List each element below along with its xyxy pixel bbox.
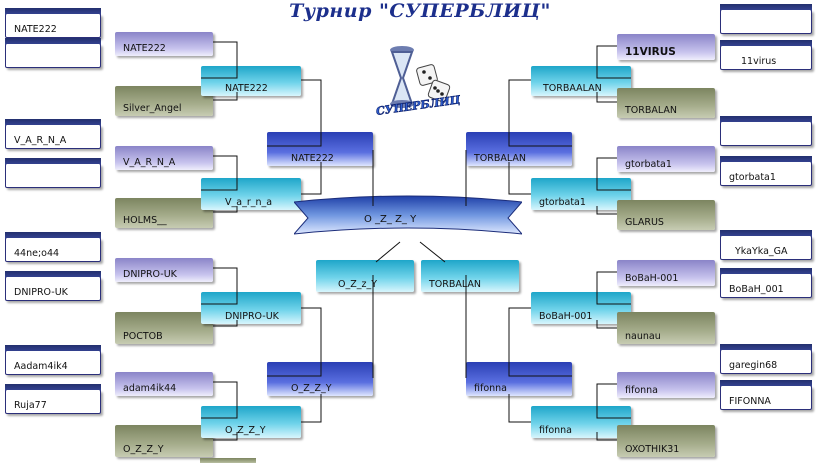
right-r2-slot-6[interactable]: naunau <box>617 312 715 344</box>
player-name: NATE222 <box>225 83 268 94</box>
right-r1-slot-5[interactable]: YkaYka_GA <box>720 236 812 260</box>
right-r3-slot-1[interactable]: TORBAALAN <box>531 66 631 96</box>
player-name: Aadam4ik4 <box>14 361 68 372</box>
left-r1-slot-1[interactable]: NATE222 <box>5 14 101 38</box>
right-r2-slot-8[interactable]: OXOTHIK31 <box>617 425 715 457</box>
player-name: gtorbata1 <box>625 159 672 170</box>
player-name: NATE222 <box>123 43 166 54</box>
left-r2-slot-3[interactable]: V_A_R_N_A <box>115 146 213 170</box>
player-name: BoBaH_001 <box>729 284 784 295</box>
player-name: garegin68 <box>729 360 778 371</box>
player-name: Silver_Angel <box>123 103 182 114</box>
player-name: FIFONNA <box>729 396 771 407</box>
left-r2-slot-4[interactable]: HOLMS__ <box>115 198 213 228</box>
left-r1-slot-8[interactable]: Ruja77 <box>5 390 101 414</box>
right-r3-slot-3[interactable]: BoBaH-001 <box>531 292 631 324</box>
player-name: O_Z_Z_Y <box>123 444 164 455</box>
hourglass-dice-logo: СУПЕРБЛИЦ <box>375 46 462 118</box>
right-r1-slot-1[interactable] <box>720 10 812 34</box>
player-name: fifonna <box>539 425 573 436</box>
player-name: O_Z_Z_Y <box>291 383 332 394</box>
player-name: DNIPRO-UK <box>123 269 177 280</box>
right-r4-slot-2[interactable]: fifonna <box>466 362 572 396</box>
left-r1-slot-6[interactable]: DNIPRO-UK <box>5 277 101 301</box>
player-name: DNIPRO-UK <box>225 311 279 322</box>
player-name: 11virus <box>741 56 777 67</box>
left-r2-slot-2[interactable]: Silver_Angel <box>115 86 213 116</box>
right-r1-slot-2[interactable]: 11virus <box>720 46 812 70</box>
left-r3-slot-3[interactable]: DNIPRO-UK <box>201 292 301 324</box>
player-name: O_Z_Z_Y <box>225 425 266 436</box>
semifinal-right[interactable]: TORBALAN <box>421 260 519 292</box>
player-name: adam4ik44 <box>123 383 177 394</box>
player-name: TORBAALAN <box>543 83 602 94</box>
final-banner[interactable]: O _Z_ Z_ Y <box>294 192 522 240</box>
left-r3-slot-2[interactable]: V_a_r_n_a <box>201 178 301 210</box>
left-r2-slot-5[interactable]: DNIPRO-UK <box>115 258 213 282</box>
player-name: fifonna <box>625 385 659 396</box>
right-r3-slot-2[interactable]: gtorbata1 <box>531 178 631 210</box>
player-name: YkaYka_GA <box>735 246 788 257</box>
player-name: GLARUS <box>625 217 664 228</box>
player-name: V_a_r_n_a <box>225 197 273 208</box>
player-name: fifonna <box>474 383 508 394</box>
final-winner: O _Z_ Z_ Y <box>364 214 417 225</box>
page-title: Турнир "СУПЕРБЛИЦ" <box>289 0 551 22</box>
player-name: gtorbata1 <box>729 172 776 183</box>
right-r2-slot-2[interactable]: TORBALAN <box>617 88 715 118</box>
player-name: V_A_R_N_A <box>14 135 67 146</box>
left-r4-slot-1[interactable]: NATE222 <box>267 132 373 166</box>
player-name: Ruja77 <box>14 400 47 411</box>
player-name: TORBALAN <box>625 105 678 116</box>
left-r1-slot-3[interactable]: V_A_R_N_A <box>5 125 101 149</box>
right-r1-slot-4[interactable]: gtorbata1 <box>720 162 812 186</box>
left-r3-slot-4[interactable]: O_Z_Z_Y <box>201 406 301 438</box>
right-r2-slot-7[interactable]: fifonna <box>617 372 715 398</box>
player-name: TORBALAN <box>474 153 527 164</box>
player-name: OXOTHIK31 <box>625 444 680 455</box>
right-r1-slot-3[interactable] <box>720 122 812 146</box>
player-name: 11VIRUS <box>625 46 676 58</box>
player-name: O_Z_z_Y <box>338 279 378 290</box>
player-name: naunau <box>625 331 661 342</box>
left-r1-slot-4[interactable] <box>5 164 101 188</box>
right-r2-slot-5[interactable]: BoBaH-001 <box>617 260 715 286</box>
right-r4-slot-1[interactable]: TORBALAN <box>466 132 572 166</box>
left-r1-slot-7[interactable]: Aadam4ik4 <box>5 351 101 375</box>
player-name: HOLMS__ <box>123 215 167 226</box>
player-name: BoBaH-001 <box>625 273 679 284</box>
left-r2-slot-7[interactable]: adam4ik44 <box>115 372 213 396</box>
semifinal-left[interactable]: O_Z_z_Y <box>316 260 414 292</box>
right-r2-slot-1[interactable]: 11VIRUS <box>617 34 715 60</box>
player-name: V_A_R_N_A <box>123 157 176 168</box>
left-r1-slot-5[interactable]: 44ne;o44 <box>5 238 101 262</box>
right-r1-slot-8[interactable]: FIFONNA <box>720 386 812 410</box>
right-r1-slot-6[interactable]: BoBaH_001 <box>720 274 812 298</box>
left-r2-slot-8[interactable]: O_Z_Z_Y <box>115 425 213 457</box>
right-r2-slot-4[interactable]: GLARUS <box>617 200 715 230</box>
left-r4-slot-2[interactable]: O_Z_Z_Y <box>267 362 373 396</box>
player-name: gtorbata1 <box>539 197 586 208</box>
player-name: TORBALAN <box>429 279 482 290</box>
left-r2-slot-6[interactable]: РОСТОВ <box>115 312 213 344</box>
right-r3-slot-4[interactable]: fifonna <box>531 406 631 438</box>
player-name: РОСТОВ <box>123 331 163 342</box>
left-r1-slot-2[interactable] <box>5 44 101 68</box>
right-r1-slot-7[interactable]: garegin68 <box>720 350 812 374</box>
player-name: NATE222 <box>291 153 334 164</box>
left-r3-slot-1[interactable]: NATE222 <box>201 66 301 96</box>
player-name: NATE222 <box>14 24 57 35</box>
player-name: BoBaH-001 <box>539 311 593 322</box>
player-name: DNIPRO-UK <box>14 287 68 298</box>
player-name: 44ne;o44 <box>14 248 60 259</box>
right-r2-slot-3[interactable]: gtorbata1 <box>617 146 715 172</box>
left-r2-slot-1[interactable]: NATE222 <box>115 32 213 56</box>
